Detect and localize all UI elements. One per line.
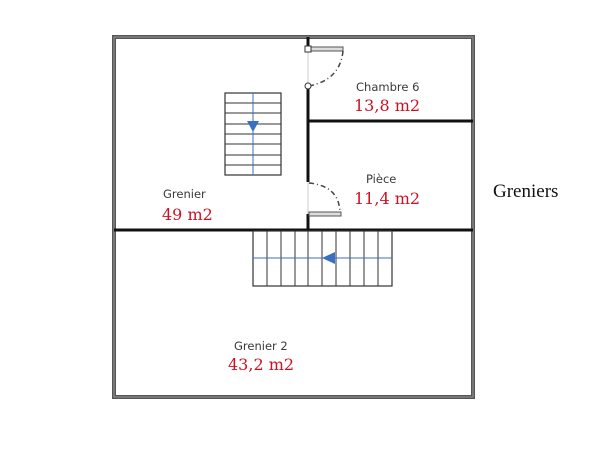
room-name-grenier-2: Grenier 2	[234, 339, 288, 353]
plan-title: Greniers	[493, 181, 559, 202]
room-area-grenier-2: 43,2 m2	[228, 355, 295, 374]
room-name-chambre-6: Chambre 6	[356, 80, 420, 94]
door-chambre-6	[304, 45, 344, 90]
arrow-left-icon	[322, 252, 335, 264]
room-name-grenier: Grenier	[163, 187, 206, 201]
door-piece	[308, 182, 342, 217]
lower-stair	[252, 230, 393, 287]
outer-walls	[112, 35, 475, 399]
arrow-down-icon	[247, 121, 259, 132]
upper-stair	[224, 92, 282, 176]
room-area-chambre-6: 13,8 m2	[354, 96, 421, 115]
room-name-piece: Pièce	[366, 172, 397, 186]
room-area-grenier: 49 m2	[162, 205, 213, 224]
room-area-piece: 11,4 m2	[354, 189, 421, 208]
